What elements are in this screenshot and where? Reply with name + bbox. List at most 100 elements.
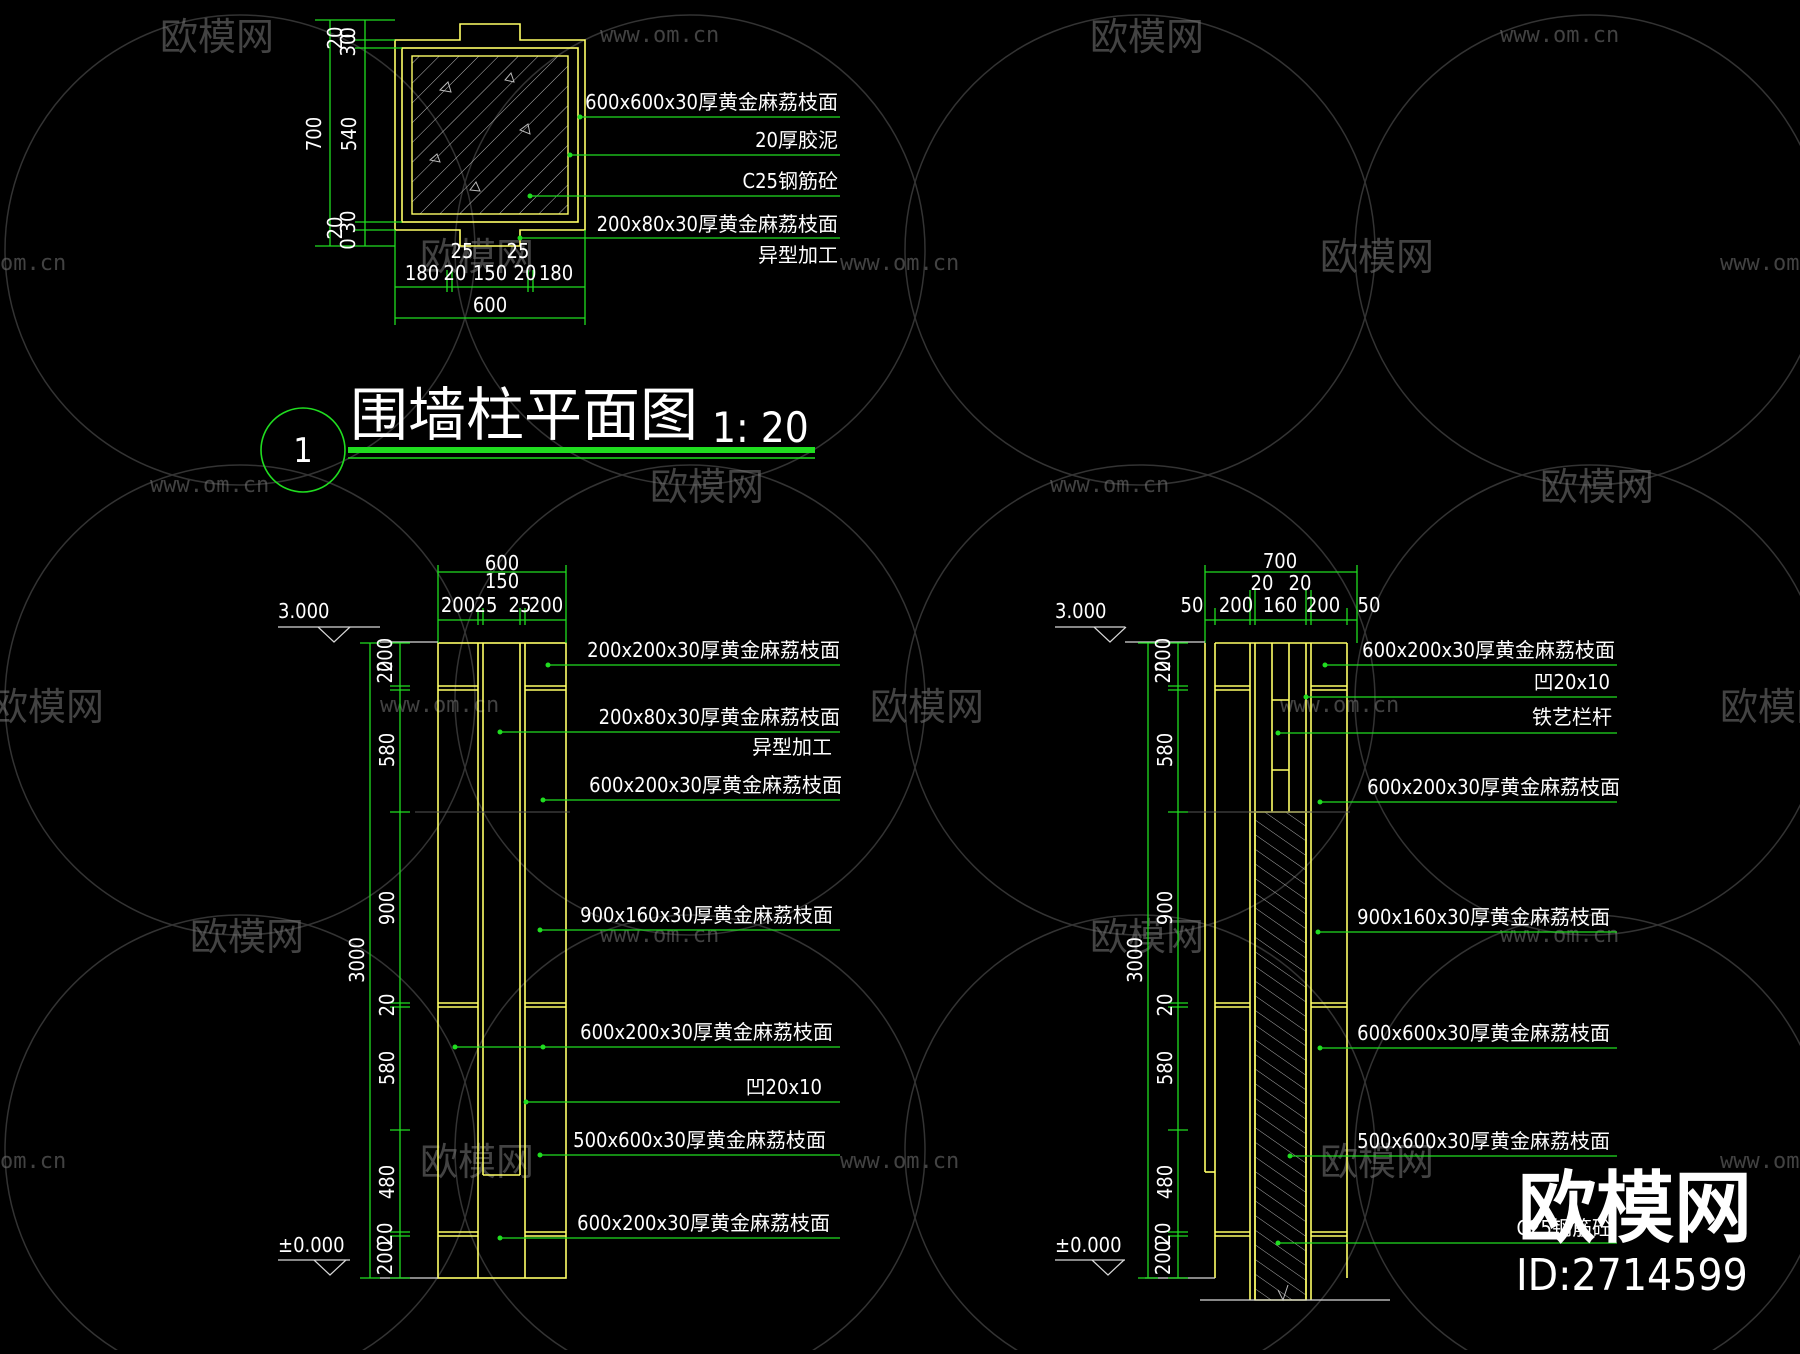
elevation-right: 700 20 20 50 200 160 200 50 3.000 ±0.000 [1055, 549, 1620, 1302]
watermark-url: www.om.cn [1500, 23, 1619, 48]
watermark-brand: 欧模网 [1540, 465, 1654, 509]
watermark-brand: 欧模网 [1090, 15, 1204, 59]
elev-left-dim-25b: 25 [509, 593, 532, 617]
watermark-url: www.om.cn [150, 473, 269, 498]
elev-left-dim-150: 150 [485, 569, 519, 593]
elev-right-label-6: 500x600x30厚黄金麻荔枝面 [1357, 1129, 1610, 1153]
elev-left-dim-200b: 200 [529, 593, 563, 617]
plan-title-block: 1 围墙柱平面图 1: 20 [260, 381, 815, 493]
elev-left-dim-25a: 25 [475, 593, 498, 617]
elev-right-level-top: 3.000 [1055, 599, 1107, 623]
elev-left-label-3: 600x200x30厚黄金麻荔枝面 [589, 773, 842, 797]
watermark-brand: 欧模网 [650, 465, 764, 509]
watermark-brand-fragment: 欧模网 [0, 685, 104, 729]
elev-left-sdim-200: 200 [373, 638, 397, 672]
elev-left-label-6: 凹20x10 [746, 1075, 822, 1099]
elev-right-sdim-20: 20 [1151, 661, 1175, 684]
watermark-brand: 欧模网 [420, 235, 534, 279]
elev-right-sdim-20c: 20 [1151, 1223, 1175, 1246]
plan-dim-20b: 20 [514, 261, 537, 285]
index-number: 1 [293, 431, 312, 471]
plan-aggregate [428, 72, 531, 192]
elev-left-side-ticks [360, 642, 410, 1279]
elev-right-label-5: 600x600x30厚黄金麻荔枝面 [1357, 1021, 1610, 1045]
watermark-url: www.om.cn [1720, 251, 1800, 276]
elev-left-level-bottom: ±0.000 [278, 1233, 345, 1257]
elev-right-sdim-580b: 580 [1153, 1051, 1177, 1085]
watermark-url: www.om.cn [600, 923, 719, 948]
watermark-brand: 欧模网 [1090, 915, 1204, 959]
elev-right-sdim-200b: 200 [1151, 1241, 1175, 1275]
elev-right-sdim-900: 900 [1153, 891, 1177, 925]
brand-logo-text: 欧模网 [1518, 1164, 1752, 1254]
elev-left-leader-dots [452, 662, 551, 1241]
elev-right-dim-20a: 20 [1251, 571, 1274, 595]
plan-label-facing: 600x600x30厚黄金麻荔枝面 [585, 90, 838, 114]
elev-right-label-3: 600x200x30厚黄金麻荔枝面 [1367, 775, 1620, 799]
watermark-url: www.om.cn [840, 1149, 959, 1174]
elev-right-sdim-200: 200 [1151, 638, 1175, 672]
watermark-url: www.om.cn [600, 23, 719, 48]
plan-concrete-core [411, 55, 569, 215]
watermark-url: www.om.cn [1050, 473, 1169, 498]
plan-label-trim: 200x80x30厚黄金麻荔枝面 [597, 212, 838, 236]
plan-dim-25a: 25 [451, 239, 474, 263]
elev-right-sdim-480: 480 [1153, 1165, 1177, 1199]
elev-left-label-4: 900x160x30厚黄金麻荔枝面 [580, 903, 833, 927]
plan-vdim-20b: 20 [323, 217, 347, 240]
elev-right-dim-50a: 50 [1181, 593, 1204, 617]
elev-right-dim-20b: 20 [1289, 571, 1312, 595]
plan-vdim-540: 540 [337, 117, 361, 151]
plan-vdim-20a: 20 [323, 27, 347, 50]
plan-dim-180a: 180 [405, 261, 439, 285]
watermark-url-fragment: om.cn [0, 1149, 66, 1174]
elev-right-dim-200a: 200 [1219, 593, 1253, 617]
elev-right-joints [1215, 685, 1347, 1237]
elev-right-sdim-20b: 20 [1153, 994, 1177, 1017]
index-bubble [260, 407, 346, 493]
elev-left-sdim-580b: 580 [375, 1051, 399, 1085]
plan-dim-20a: 20 [444, 261, 467, 285]
elev-left-sdim-20: 20 [373, 661, 397, 684]
elev-left-label-7: 500x600x30厚黄金麻荔枝面 [573, 1128, 826, 1152]
brand-id: ID:2714599 [1516, 1250, 1748, 1301]
plan-dim-180b: 180 [539, 261, 573, 285]
elev-right-top-dims [1204, 565, 1358, 643]
plan-vdim-0a: 0 [336, 27, 360, 38]
elev-left-sdim-580a: 580 [375, 733, 399, 767]
elev-left-label-8: 600x200x30厚黄金麻荔枝面 [577, 1211, 830, 1235]
watermark-brand: 欧模网 [870, 685, 984, 729]
watermark-url: www.om.cn [1500, 923, 1619, 948]
elev-left-dim-200a: 200 [441, 593, 475, 617]
elev-left-dim-600: 600 [485, 551, 519, 575]
elev-left-sdim-20c: 20 [373, 1223, 397, 1246]
watermark-url: www.om.cn [380, 693, 499, 718]
plan-stone-face [401, 47, 579, 223]
plan-label-mortar: 20厚胶泥 [755, 128, 838, 152]
elev-left-levels [278, 626, 438, 1279]
plan-dim-150: 150 [473, 261, 507, 285]
watermark-url: www.om.cn [1720, 1149, 1800, 1174]
elev-right-label-2: 铁艺栏杆 [1532, 705, 1612, 729]
watermark-brand: 欧模网 [1320, 1140, 1434, 1184]
elev-right-dim-50b: 50 [1358, 593, 1381, 617]
brand-block: 欧模网 ID:2714599 [1516, 1164, 1752, 1301]
elev-right-label-cut: C25钢筋砼 [1517, 1216, 1612, 1240]
elev-right-side-dims [1147, 643, 1179, 1278]
elev-left-joints [438, 685, 566, 1237]
watermark-brand: 欧模网 [420, 1140, 534, 1184]
plan-vdim-0b: 0 [336, 238, 360, 249]
elev-right-dim-700: 700 [1263, 549, 1297, 573]
elev-left-sdim-20b: 20 [375, 994, 399, 1017]
elev-right-label-1: 凹20x10 [1534, 670, 1610, 694]
watermarks: 欧模网 欧模网 欧模网 欧模网 欧模网 欧模网 欧模网 欧模网 欧模网 欧模网 … [0, 15, 1800, 1184]
plan-dim-25b: 25 [507, 239, 530, 263]
elev-left-side-dims [369, 643, 401, 1278]
elev-left-sdim-900: 900 [375, 891, 399, 925]
watermark-brand: 欧模网 [1720, 685, 1800, 729]
elev-left-level-top: 3.000 [278, 599, 330, 623]
elev-left-label-1: 200x80x30厚黄金麻荔枝面 [599, 705, 840, 729]
plan-leaders [520, 116, 840, 239]
